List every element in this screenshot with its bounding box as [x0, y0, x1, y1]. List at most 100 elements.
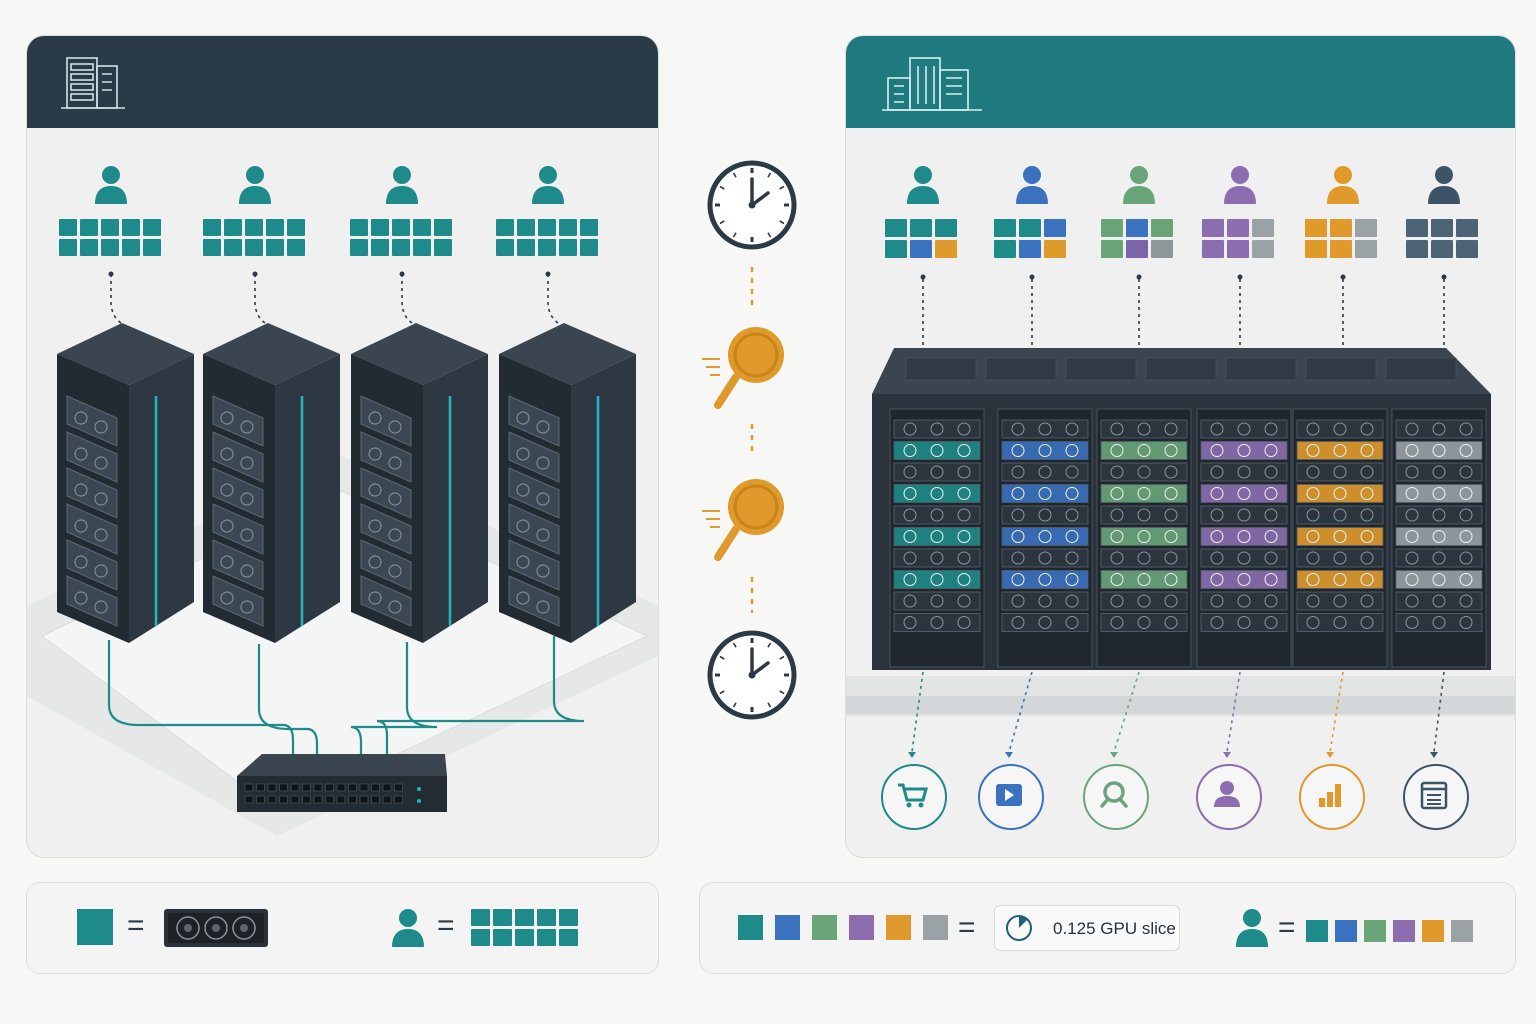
gpu-cell	[471, 929, 490, 946]
shared-legend: = 0.125 GPU slice =	[699, 882, 1516, 974]
fan	[1137, 508, 1151, 522]
cluster-column	[1391, 408, 1487, 668]
fan	[1137, 616, 1151, 629]
fan	[536, 492, 550, 506]
gpu-allocation-grid	[496, 219, 598, 256]
gpu-slice	[1395, 570, 1483, 589]
network-cable	[107, 640, 295, 756]
fan	[240, 456, 254, 470]
arrow-head	[1223, 752, 1231, 758]
fan	[957, 530, 971, 543]
gpu-tray	[1200, 419, 1288, 439]
fan	[1110, 465, 1124, 479]
gpu-cell	[434, 239, 452, 256]
fan	[1432, 487, 1446, 500]
gpu-cell	[59, 239, 77, 256]
gpu-tray	[1395, 548, 1483, 568]
gpu-tray	[1100, 419, 1188, 439]
fan	[1164, 551, 1178, 565]
fan	[94, 420, 108, 434]
gpu-slice	[1395, 527, 1483, 546]
gpu-tray	[893, 419, 981, 439]
switch-led	[417, 799, 421, 803]
fan	[1065, 551, 1079, 565]
gpu-cell	[537, 909, 556, 926]
service-badge	[1299, 764, 1365, 830]
gpu-cell	[287, 239, 305, 256]
fan	[1164, 465, 1178, 479]
gpu-slice	[893, 484, 981, 503]
gpu-slice	[1001, 484, 1089, 503]
gpu-tray	[1001, 591, 1089, 611]
gpu-cell	[1101, 219, 1123, 237]
fan	[1038, 422, 1052, 436]
gpu-cell	[515, 929, 534, 946]
server-rack	[499, 323, 636, 643]
gpu-tray	[1395, 613, 1483, 632]
gpu-tray	[360, 503, 412, 555]
fan	[516, 591, 530, 605]
user-icon	[1236, 909, 1268, 947]
fan	[957, 616, 971, 629]
fan	[1306, 551, 1320, 565]
fan	[94, 456, 108, 470]
gpu-slice	[1100, 441, 1188, 460]
fan	[1038, 573, 1052, 586]
fan	[903, 551, 917, 565]
gpu-cell	[885, 240, 907, 258]
gpu-cell	[1044, 240, 1066, 258]
fan	[1137, 530, 1151, 543]
gpu-tray	[360, 575, 412, 627]
gpu-cell	[517, 239, 535, 256]
gpu-slice	[1100, 570, 1188, 589]
gpu-tray	[1001, 462, 1089, 482]
gpu-cell	[1151, 240, 1173, 258]
fan	[930, 422, 944, 436]
gpu-cell	[1019, 219, 1041, 237]
fan	[1110, 422, 1124, 436]
gpu-cell	[371, 239, 389, 256]
gpu-tray	[1100, 591, 1188, 611]
gpu-slice	[893, 527, 981, 546]
gpu-tray	[1200, 548, 1288, 568]
fan	[1065, 616, 1079, 629]
bar-chart-icon	[1319, 784, 1341, 807]
fan	[903, 487, 917, 500]
fan	[1038, 487, 1052, 500]
fan	[1038, 594, 1052, 608]
user-rack-link	[254, 274, 266, 324]
fan	[1264, 594, 1278, 608]
slice-color-swatch	[738, 915, 763, 940]
switch-top	[237, 754, 447, 776]
switch-port	[290, 795, 300, 804]
fan	[1405, 616, 1419, 629]
user-slice-swatch	[1335, 920, 1357, 942]
gpu-cell	[935, 240, 957, 258]
fan	[957, 551, 971, 565]
gpu-cell	[1252, 240, 1274, 258]
fan	[240, 564, 254, 578]
gpu-cell	[471, 909, 490, 926]
switch-port	[394, 783, 403, 792]
gpu-tray	[1200, 613, 1288, 632]
fan	[220, 591, 234, 605]
fan	[1459, 465, 1473, 479]
gpu-tray	[212, 503, 264, 555]
rack-top	[203, 323, 340, 385]
arrow-head	[1005, 752, 1013, 758]
gpu-cell	[493, 909, 512, 926]
gpu-cell	[434, 219, 452, 236]
fan	[220, 447, 234, 461]
gpu-tray	[1100, 505, 1188, 525]
vent	[1305, 357, 1377, 381]
user-icon	[1016, 166, 1048, 204]
fan	[1038, 508, 1052, 522]
gpu-card-icon	[164, 909, 268, 947]
fan	[1405, 573, 1419, 586]
gpu-cell	[538, 239, 556, 256]
gpu-cell	[1227, 240, 1249, 258]
fan	[1360, 465, 1374, 479]
gpu-cell	[287, 219, 305, 236]
gpu-cell	[580, 219, 598, 236]
fan	[94, 492, 108, 506]
